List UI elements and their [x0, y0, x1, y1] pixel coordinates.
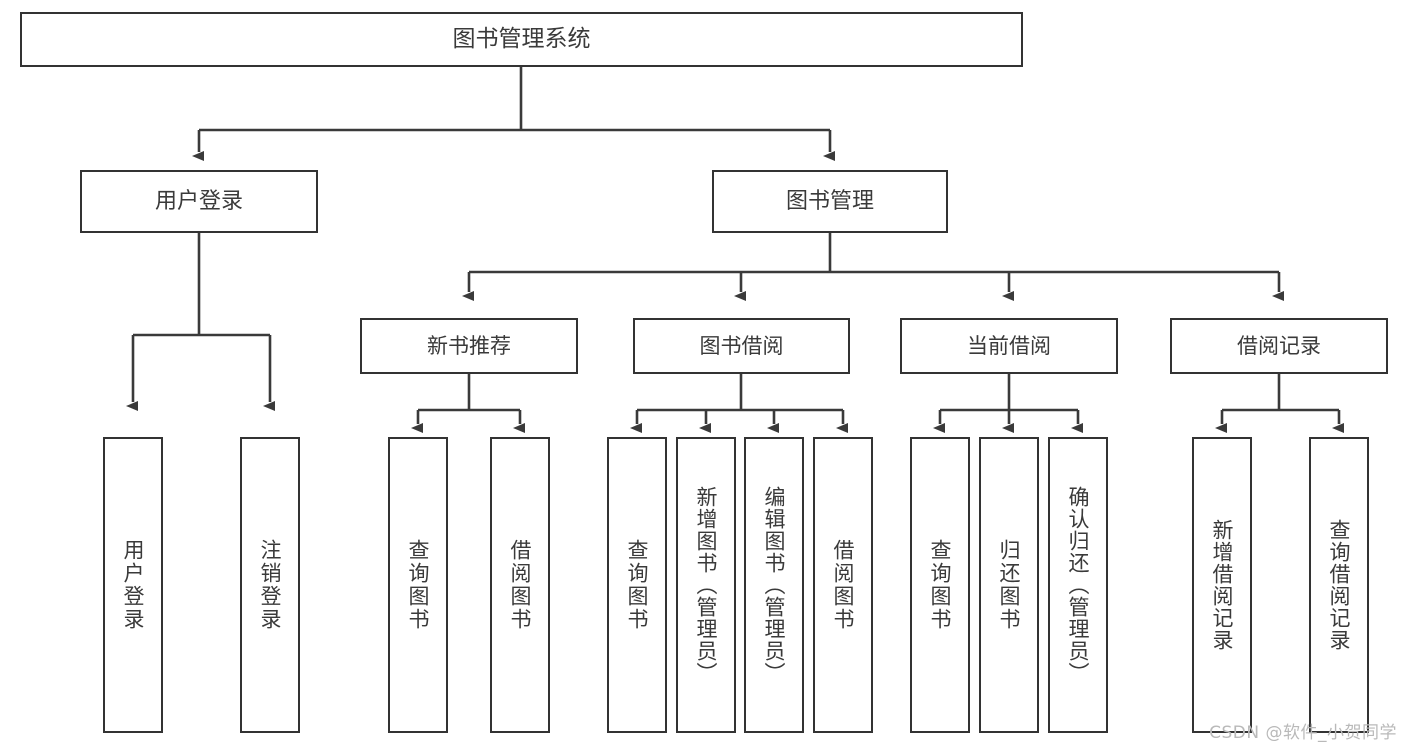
node-leaf-query-book-1[interactable]: 查询图书 [388, 437, 448, 733]
node-leaf-edit-book[interactable]: 编辑图书（管理员） [744, 437, 804, 733]
node-leaf-borrow-book-2[interactable]: 借阅图书 [813, 437, 873, 733]
node-borrow-record[interactable]: 借阅记录 [1170, 318, 1388, 374]
node-label: 归还图书 [997, 539, 1022, 631]
node-label: 查询图书 [625, 539, 650, 631]
node-leaf-logout-login[interactable]: 注销登录 [240, 437, 300, 733]
node-leaf-add-record[interactable]: 新增借阅记录 [1192, 437, 1252, 733]
node-label: 图书借阅 [699, 333, 784, 358]
node-label: 当前借阅 [967, 333, 1051, 358]
node-book-management[interactable]: 图书管理 [712, 170, 948, 233]
node-leaf-add-book[interactable]: 新增图书（管理员） [676, 437, 736, 733]
node-label: 借阅图书 [831, 539, 856, 631]
node-label: 图书管理 [785, 188, 874, 214]
node-leaf-query-record[interactable]: 查询借阅记录 [1309, 437, 1369, 733]
node-label: 注销登录 [258, 539, 283, 631]
node-label: 图书管理系统 [452, 26, 591, 53]
node-current-borrow[interactable]: 当前借阅 [900, 318, 1118, 374]
node-leaf-return-book[interactable]: 归还图书 [979, 437, 1039, 733]
node-label: 查询借阅记录 [1327, 519, 1352, 651]
node-leaf-query-book-3[interactable]: 查询图书 [910, 437, 970, 733]
node-book-borrow[interactable]: 图书借阅 [633, 318, 850, 374]
node-leaf-confirm-return[interactable]: 确认归还（管理员） [1048, 437, 1108, 733]
node-user-login[interactable]: 用户登录 [80, 170, 318, 233]
node-label: 新增借阅记录 [1210, 519, 1235, 651]
node-label: 新增图书（管理员） [694, 486, 719, 684]
node-label: 编辑图书（管理员） [762, 486, 787, 684]
node-leaf-query-book-2[interactable]: 查询图书 [607, 437, 667, 733]
node-label: 查询图书 [928, 539, 953, 631]
node-label: 新书推荐 [427, 333, 511, 358]
node-root-book-management-system[interactable]: 图书管理系统 [20, 12, 1023, 67]
node-label: 用户登录 [154, 188, 243, 214]
node-new-book-recommend[interactable]: 新书推荐 [360, 318, 578, 374]
node-label: 借阅图书 [508, 539, 533, 631]
node-leaf-borrow-book-1[interactable]: 借阅图书 [490, 437, 550, 733]
watermark-text: CSDN @软件_小贺同学 [1209, 723, 1397, 743]
node-label: 用户登录 [121, 539, 146, 631]
node-label: 查询图书 [406, 539, 431, 631]
node-leaf-user-login[interactable]: 用户登录 [103, 437, 163, 733]
node-label: 确认归还（管理员） [1066, 486, 1091, 684]
node-label: 借阅记录 [1237, 333, 1321, 358]
